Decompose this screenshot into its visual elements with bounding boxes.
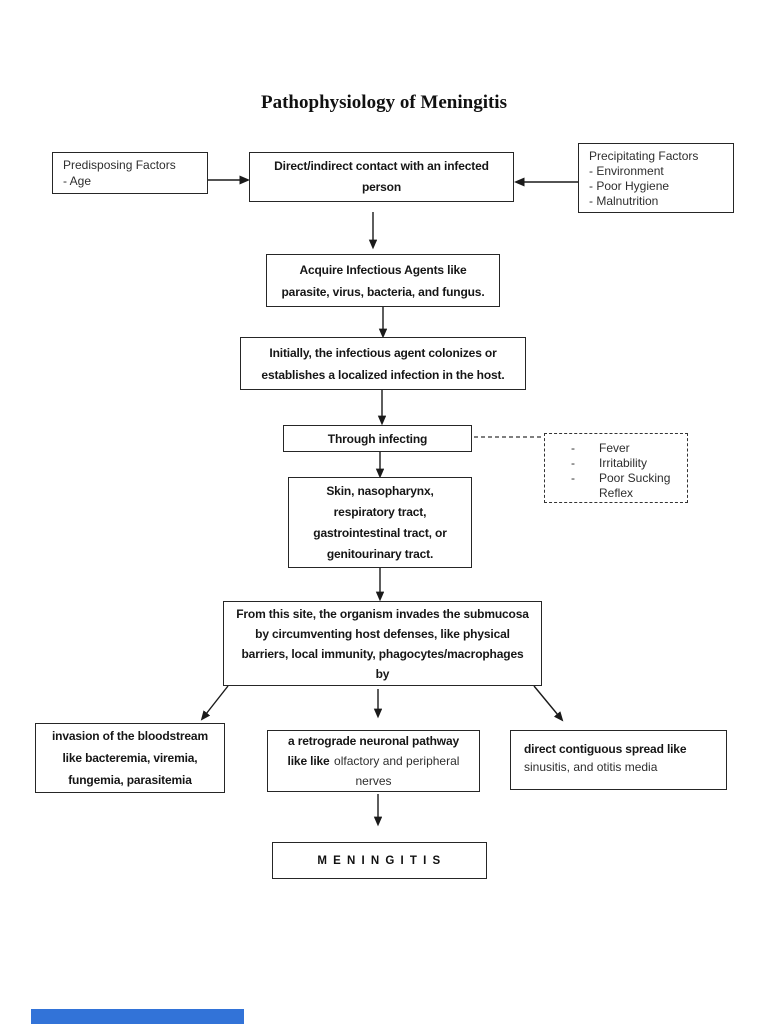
acquire-agents-box: Acquire Infectious Agents like parasite,… bbox=[266, 254, 500, 307]
predisposing-heading: Predisposing Factors bbox=[63, 158, 176, 172]
neuronal-line2: like like olfactory and peripheral bbox=[288, 751, 460, 771]
bullet-dash: - bbox=[571, 441, 575, 455]
contiguous-line1: direct contiguous spread like bbox=[524, 742, 687, 756]
neuronal-pathway-box: a retrograde neuronal pathway like like … bbox=[267, 730, 480, 792]
signs-callout-box: - Fever - Irritability - Poor Sucking Re… bbox=[544, 433, 688, 503]
contiguous-line2: sinusitis, and otitis media bbox=[524, 760, 658, 774]
sign-row: - Poor Sucking Reflex bbox=[571, 471, 687, 501]
invade-submucosa-box: From this site, the organism invades the… bbox=[223, 601, 542, 686]
contiguous-spread-box: direct contiguous spread like sinusitis,… bbox=[510, 730, 727, 790]
predisposing-item-age: - Age bbox=[63, 173, 92, 188]
bullet-dash: - bbox=[571, 471, 575, 485]
neuronal-line1: a retrograde neuronal pathway bbox=[287, 734, 460, 748]
bloodstream-invasion-box: invasion of the bloodstream like bactere… bbox=[35, 723, 225, 793]
arrow-invade-to-bloodstream bbox=[200, 685, 229, 721]
precipitating-item: - Malnutrition bbox=[589, 194, 659, 208]
page-title: Pathophysiology of Meningitis bbox=[261, 92, 507, 113]
bullet-dash: - bbox=[571, 456, 575, 470]
precipitating-heading: Precipitating Factors bbox=[589, 149, 699, 163]
colonize-box: Initially, the infectious agent colonize… bbox=[240, 337, 526, 390]
next-page-peek bbox=[31, 1009, 244, 1024]
sign-fever: Fever bbox=[599, 441, 630, 455]
sign-poor-sucking-reflex: Poor Sucking Reflex bbox=[599, 471, 671, 500]
neuronal-line2-regular: olfactory and peripheral bbox=[334, 754, 460, 768]
contact-box: Direct/indirect contact with an infected… bbox=[249, 152, 514, 202]
meningitis-box: M E N I N G I T I S bbox=[272, 842, 487, 879]
precipitating-item: - Environment bbox=[589, 164, 664, 178]
sign-row: - Irritability bbox=[571, 456, 687, 471]
sign-irritability: Irritability bbox=[599, 456, 648, 470]
predisposing-factors-box: Predisposing Factors - Age bbox=[52, 152, 208, 194]
neuronal-line2-bold: like like bbox=[287, 754, 330, 768]
precipitating-item: - Poor Hygiene bbox=[589, 179, 670, 193]
sign-row: - Fever bbox=[571, 441, 687, 456]
precipitating-factors-box: Precipitating Factors - Environment - Po… bbox=[578, 143, 734, 213]
neuronal-line3: nerves bbox=[355, 774, 392, 788]
arrow-invade-to-contiguous bbox=[533, 685, 564, 722]
entry-sites-box: Skin, nasopharynx, respiratory tract, ga… bbox=[288, 477, 472, 568]
through-infecting-box: Through infecting bbox=[283, 425, 472, 452]
